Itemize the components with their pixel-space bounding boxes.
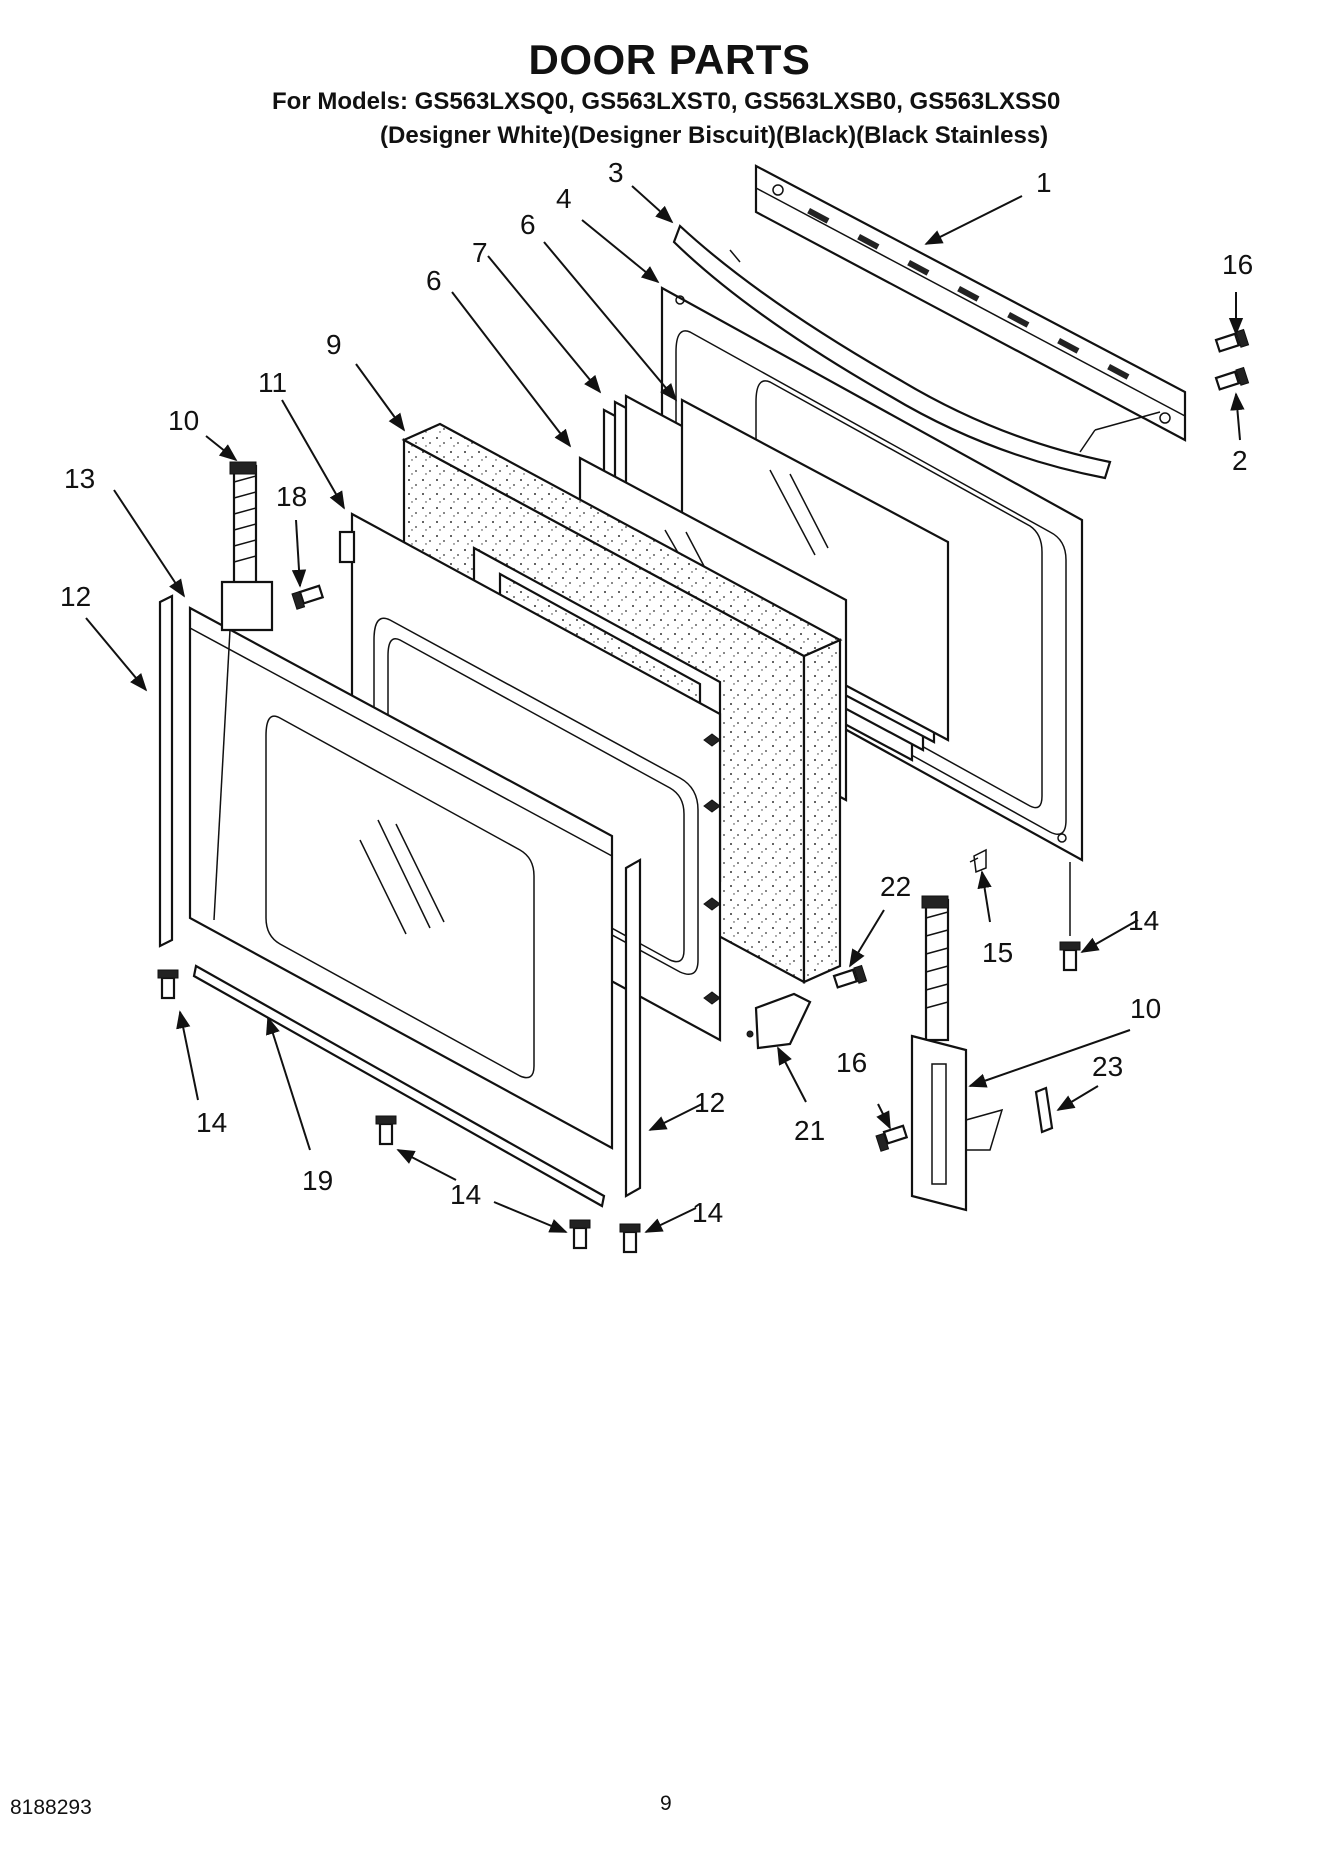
part-12-right-side-trim xyxy=(624,858,642,1198)
part-10-left-hinge xyxy=(220,461,274,632)
callout-16-lower: 16 xyxy=(836,1047,867,1078)
screw-14-right xyxy=(1059,941,1081,972)
callout-3: 3 xyxy=(608,157,624,188)
variants-line: (Designer White)(Designer Biscuit)(Black… xyxy=(380,122,1049,149)
screw-16-lower xyxy=(875,1124,909,1152)
screw-14-right-bottom xyxy=(619,1223,641,1254)
callout-11: 11 xyxy=(258,367,287,398)
callout-15: 15 xyxy=(982,937,1013,968)
callout-7: 7 xyxy=(472,237,488,268)
screw-14-left xyxy=(157,969,179,1000)
screw-2 xyxy=(1214,366,1250,391)
part-10-right-hinge xyxy=(910,895,1004,1212)
part-19-bottom-trim xyxy=(192,964,606,1208)
callout-14-bottom-right: 14 xyxy=(692,1197,723,1228)
callout-9: 9 xyxy=(326,329,342,360)
callout-16-top: 16 xyxy=(1222,249,1253,280)
part-1-vent-trim xyxy=(754,164,1187,442)
callout-12-right: 12 xyxy=(694,1087,725,1118)
callout-4: 4 xyxy=(556,183,572,214)
screw-16-top xyxy=(1214,328,1250,353)
callout-23: 23 xyxy=(1092,1051,1123,1082)
screw-14-center xyxy=(375,1115,397,1146)
part-23-plate xyxy=(1034,1086,1054,1134)
callout-10-right: 10 xyxy=(1130,993,1161,1024)
callout-14-left: 14 xyxy=(196,1107,227,1138)
callout-6-rear: 6 xyxy=(520,209,536,240)
callout-21: 21 xyxy=(794,1115,825,1146)
part-15-clip xyxy=(969,848,987,874)
leader-lines xyxy=(85,185,1245,1233)
callout-13: 13 xyxy=(64,463,95,494)
callout-19: 19 xyxy=(302,1165,333,1196)
callout-12-left: 12 xyxy=(60,581,91,612)
models-line: For Models: GS563LXSQ0, GS563LXST0, GS56… xyxy=(272,88,1061,115)
part-13-outer-door xyxy=(188,606,614,1150)
callout-14-right: 14 xyxy=(1128,905,1159,936)
callout-14-center: 14 xyxy=(450,1179,481,1210)
callout-labels: 1 3 4 6 7 6 9 11 10 13 18 12 16 2 22 15 … xyxy=(60,157,1253,1228)
callout-18: 18 xyxy=(276,481,307,512)
screws xyxy=(157,328,1250,1254)
part-3-handle xyxy=(672,224,1161,480)
screw-22 xyxy=(832,964,868,989)
part-21-bracket xyxy=(746,992,812,1050)
page-title: DOOR PARTS xyxy=(528,36,811,83)
screw-18 xyxy=(291,584,325,610)
callout-10-left: 10 xyxy=(168,405,199,436)
part-12-left-side-trim xyxy=(158,594,174,948)
callout-6-front: 6 xyxy=(426,265,442,296)
callout-22: 22 xyxy=(880,871,911,902)
callout-1: 1 xyxy=(1036,167,1052,198)
page-number: 9 xyxy=(660,1792,672,1815)
screw-14-bottom xyxy=(569,1219,591,1250)
document-number: 8188293 xyxy=(10,1796,92,1819)
callout-2: 2 xyxy=(1232,445,1248,476)
